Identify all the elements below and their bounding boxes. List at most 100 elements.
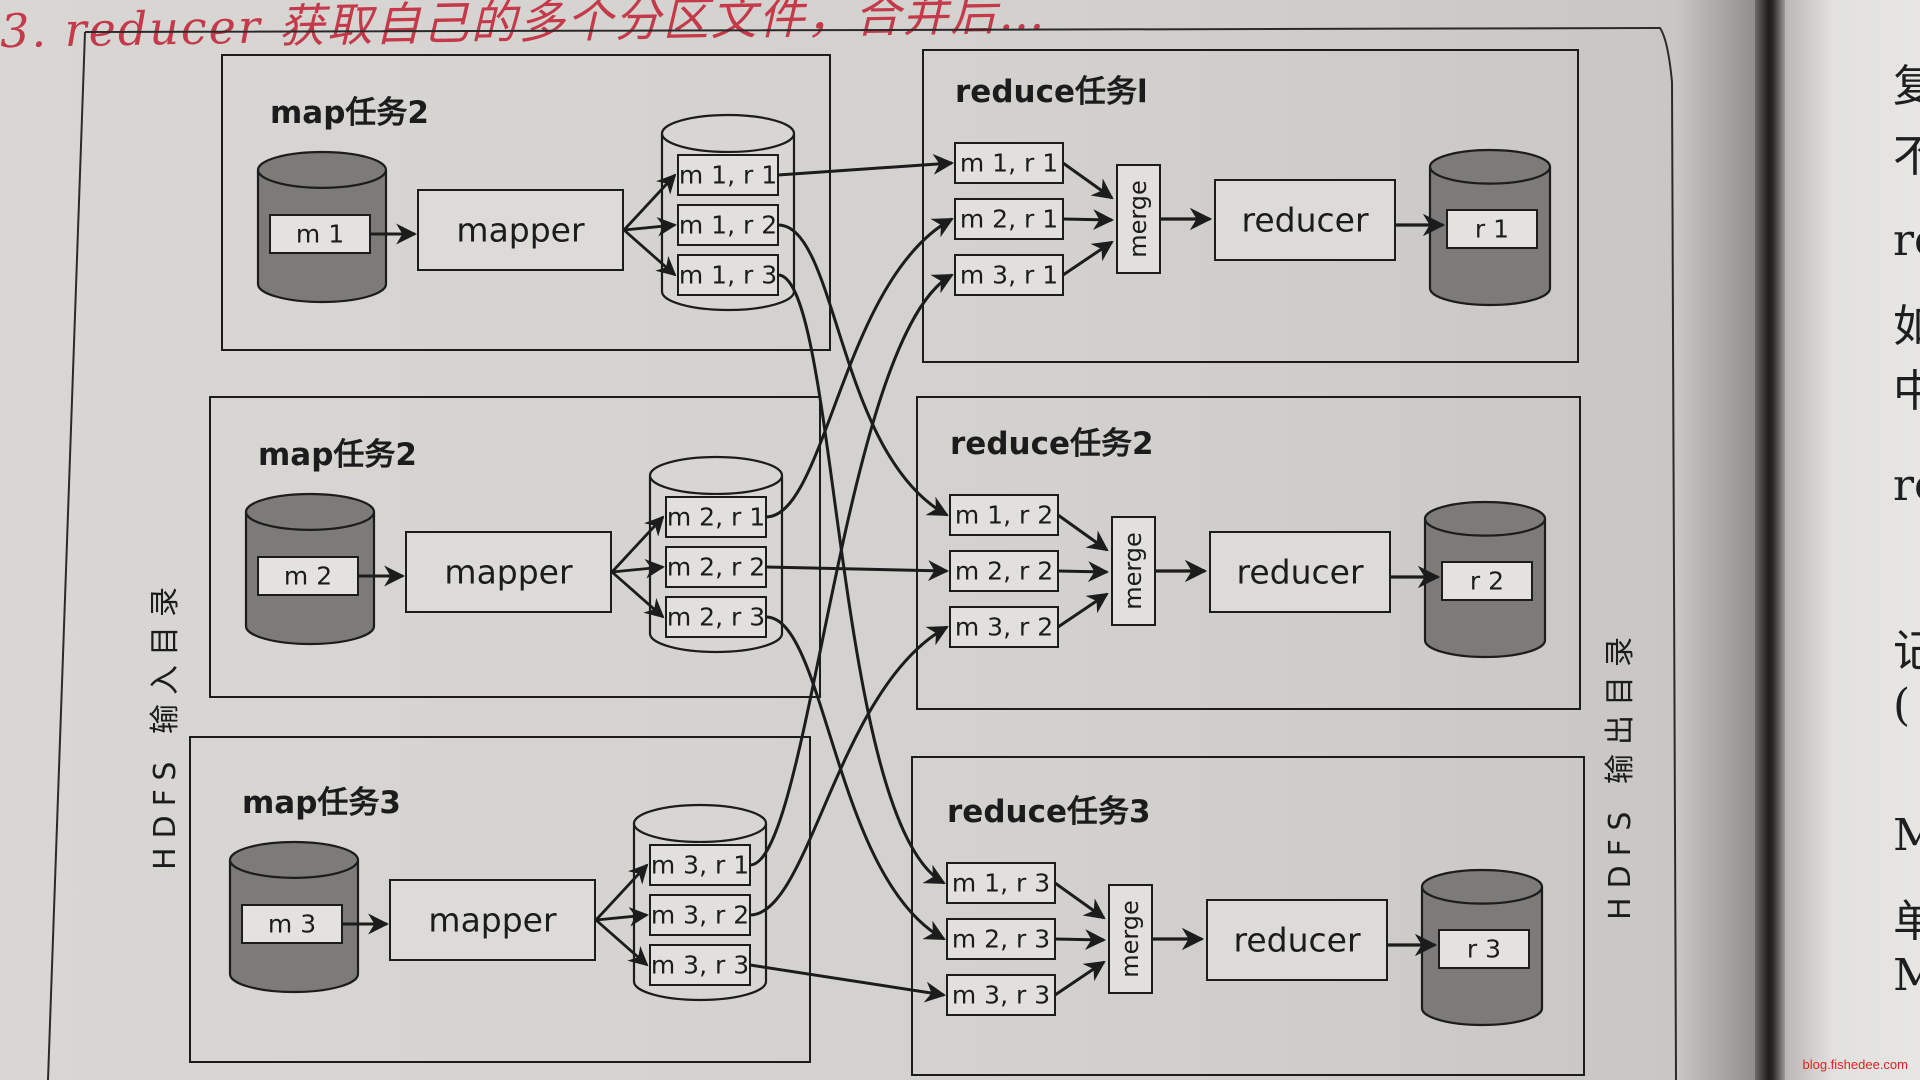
arrow-partition-to-merge (1057, 513, 1109, 552)
fetched-partition: m 1, r 2 (949, 494, 1059, 536)
shuffle-edge-m2r2-to-r2m2 (765, 560, 950, 582)
watermark: blog.fishedee.com (1802, 1057, 1908, 1072)
mapper-box: mapper (417, 189, 624, 271)
partition-file: m 3, r 1 (649, 844, 751, 886)
right-page-text-fragment: 不 (1893, 131, 1920, 182)
shuffle-edge-m2r3-to-r3m2 (765, 615, 946, 941)
input-split-label: m 2 (284, 562, 332, 591)
arrow-mapper-to-partition (595, 918, 649, 967)
right-page-text-fragment: M (1893, 950, 1920, 1001)
right-page-text-fragment: re (1893, 215, 1920, 266)
merge-box: merge (1111, 516, 1156, 626)
right-page-text-fragment: M (1893, 810, 1920, 861)
output-file: r 2 (1441, 561, 1533, 601)
right-page-text-fragment: ( (1893, 680, 1911, 731)
merge-label: merge (1124, 180, 1152, 258)
mapper-box: mapper (405, 531, 612, 613)
arrow-partition-to-merge (1054, 929, 1107, 951)
input-split-label: m 3 (268, 910, 316, 939)
map-task-title: map任务2 (270, 95, 429, 131)
arrow-mapper-to-partition (610, 515, 665, 573)
output-file: r 3 (1438, 929, 1530, 969)
reduce-task-title: reduce任务2 (950, 426, 1154, 462)
map-task-title: map任务3 (242, 785, 401, 821)
hdfs-output-label: HDFS 输出目录 (1603, 628, 1638, 920)
partition-file: m 1, r 1 (677, 154, 779, 196)
arrow-partition-to-merge (1062, 161, 1114, 200)
shuffle-edge-m2r1-to-r1m2 (765, 217, 954, 519)
reducer-box-label: reducer (1236, 553, 1363, 592)
fetched-partition-label: m 2, r 2 (955, 557, 1053, 586)
partition-file-label: m 1, r 1 (679, 161, 777, 190)
fetched-partition-label: m 3, r 3 (952, 981, 1050, 1010)
arrow-mapper-to-partition (622, 173, 677, 231)
reducer-box-label: reducer (1233, 921, 1360, 960)
partition-file: m 2, r 2 (665, 546, 767, 588)
shuffle-edge-m3r2-to-r2m3 (749, 625, 949, 917)
merge-box: merge (1116, 164, 1161, 274)
partition-file: m 1, r 3 (677, 254, 779, 296)
arrow-partition-to-merge (1054, 960, 1106, 997)
reduce-task-title: reduce任务3 (947, 794, 1151, 830)
shuffle-edges (749, 153, 955, 1003)
partition-file: m 3, r 2 (649, 894, 751, 936)
arrow-mapper-to-partition (595, 906, 649, 927)
right-page-text-fragment: re (1893, 460, 1920, 511)
shuffle-edge-m3r3-to-r3m3 (749, 963, 947, 1003)
partition-file-label: m 2, r 1 (667, 503, 765, 532)
output-file-label: r 2 (1470, 567, 1504, 596)
arrow-partition-to-merge (1054, 881, 1106, 920)
map-task-title: map任务2 (258, 437, 417, 473)
arrow-partition-to-merge (1057, 592, 1109, 629)
fetched-partition-label: m 1, r 3 (952, 869, 1050, 898)
merge-label: merge (1116, 900, 1144, 978)
mapper-box-label: mapper (428, 901, 557, 940)
reducer-box: reducer (1214, 179, 1396, 261)
partition-file-label: m 3, r 2 (651, 901, 749, 930)
fetched-partition-label: m 1, r 2 (955, 501, 1053, 530)
arrow-mapper-to-partition (623, 216, 677, 237)
mapper-box-label: mapper (456, 211, 585, 250)
fetched-partition: m 1, r 3 (946, 862, 1056, 904)
shuffle-edge-m1r3-to-r3m1 (777, 273, 946, 885)
merge-box: merge (1108, 884, 1153, 994)
partition-file-label: m 1, r 3 (679, 261, 777, 290)
shuffle-edge-m1r1-to-r1m1 (777, 153, 955, 177)
right-page-text-fragment: 如 (1893, 301, 1920, 352)
fetched-partition-label: m 1, r 1 (960, 149, 1058, 178)
arrow-partition-to-merge (1057, 561, 1110, 583)
input-split: m 2 (257, 556, 359, 596)
mapper-box-label: mapper (444, 553, 573, 592)
fetched-partition: m 2, r 3 (946, 918, 1056, 960)
fetched-partition-label: m 2, r 1 (960, 205, 1058, 234)
reducer-box-label: reducer (1241, 201, 1368, 240)
fetched-partition: m 1, r 1 (954, 142, 1064, 184)
right-page-text-fragment: 复 (1893, 61, 1920, 112)
book-page-right (1785, 0, 1920, 1080)
arrow-partition-to-merge (1062, 240, 1114, 277)
fetched-partition-label: m 3, r 2 (955, 613, 1053, 642)
arrow-mapper-to-partition (623, 228, 677, 277)
map-task-3: map任务3 m 3 mapper m 3, r 1 m 3, r 2 m 3, r 3 (189, 736, 811, 1063)
output-file-label: r 1 (1475, 215, 1509, 244)
output-file: r 1 (1446, 209, 1538, 249)
fetched-partition: m 3, r 2 (949, 606, 1059, 648)
right-page-text-fragment: 记 (1893, 626, 1920, 677)
book-gutter (1755, 0, 1785, 1080)
input-split: m 1 (269, 214, 371, 254)
partition-file-label: m 3, r 3 (651, 951, 749, 980)
input-split: m 3 (241, 904, 343, 944)
fetched-partition-label: m 3, r 1 (960, 261, 1058, 290)
fetched-partition-label: m 2, r 3 (952, 925, 1050, 954)
hdfs-input-label: HDFS 输入目录 (148, 578, 183, 870)
output-file-label: r 3 (1467, 935, 1501, 964)
arrow-mapper-to-partition (611, 570, 665, 619)
shuffle-edge-m1r2-to-r2m1 (777, 223, 949, 517)
fetched-partition: m 3, r 1 (954, 254, 1064, 296)
figure-outer-frame (47, 26, 1677, 1080)
partition-file-label: m 2, r 3 (667, 603, 765, 632)
